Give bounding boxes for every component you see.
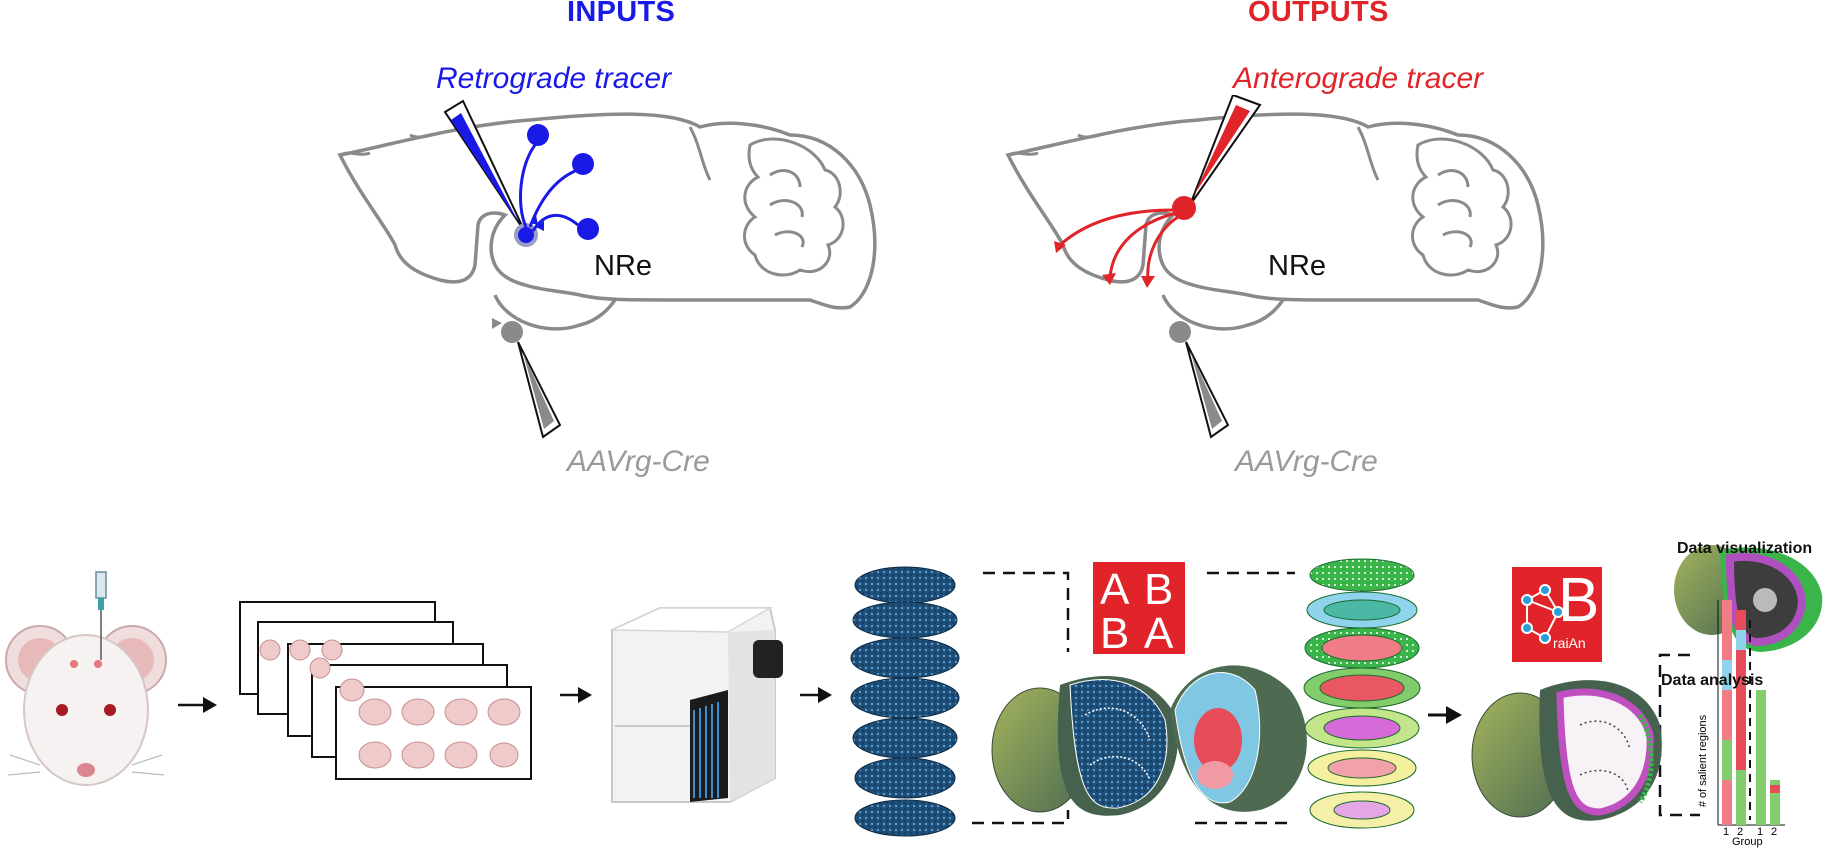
aav-injection-site bbox=[1169, 321, 1191, 343]
nre-injection-site bbox=[514, 223, 538, 247]
input-neuron-2 bbox=[572, 153, 594, 175]
output-terminal-2 bbox=[1102, 273, 1116, 285]
chart-y-axis-label: # of salient regions bbox=[1697, 714, 1709, 808]
retrograde-tracer-label: Retrograde tracer bbox=[436, 62, 672, 95]
abba-logo-letter-2: B bbox=[1144, 565, 1174, 614]
data-visualization-brain bbox=[1674, 545, 1823, 652]
abba-logo-letter-3: B bbox=[1100, 609, 1130, 658]
nre-injection-site bbox=[1172, 196, 1196, 220]
data-visualization-label: Data visualization bbox=[1677, 540, 1813, 557]
chart-x-axis-label: Group bbox=[1732, 836, 1763, 848]
aav-injection-site bbox=[501, 321, 523, 343]
atlas-sections-stack bbox=[1303, 558, 1421, 829]
arrow-1 bbox=[178, 697, 217, 713]
inputs-nre-label: NRe bbox=[594, 250, 653, 282]
cerebellum bbox=[743, 137, 845, 277]
chart-tick-1: 1 bbox=[1723, 826, 1730, 838]
anterograde-tracer-label: Anterograde tracer bbox=[1233, 62, 1484, 95]
input-neuron-3 bbox=[577, 218, 599, 240]
mouse-illustration bbox=[5, 571, 167, 786]
inputs-brain-diagram bbox=[337, 99, 877, 439]
cerebellum bbox=[1411, 137, 1513, 277]
chart-tick-2: 2 bbox=[1737, 826, 1744, 838]
outputs-nre-label: NRe bbox=[1268, 250, 1327, 282]
pipeline-diagram bbox=[5, 545, 1823, 837]
inputs-header: INPUTS bbox=[567, 0, 676, 28]
outputs-brain-diagram bbox=[1005, 95, 1545, 439]
brain-outline bbox=[337, 112, 877, 310]
chart-tick-3: 1 bbox=[1757, 826, 1764, 838]
arrow-2 bbox=[560, 687, 592, 703]
atlas-brain-3d bbox=[1170, 665, 1307, 812]
outputs-header: OUTPUTS bbox=[1248, 0, 1389, 28]
tissue-slides-stack bbox=[239, 601, 532, 780]
slide-scanner bbox=[611, 607, 783, 803]
input-neuron-1 bbox=[527, 124, 549, 146]
data-analysis-label: Data analysis bbox=[1661, 672, 1764, 689]
anterograde-pipette bbox=[1189, 95, 1262, 206]
fluorescent-sections-stack bbox=[850, 566, 960, 837]
registered-brain-3d bbox=[991, 676, 1178, 816]
abba-logo-letter-4: A bbox=[1144, 609, 1174, 658]
inputs-aav-label: AAVrg-Cre bbox=[567, 445, 710, 478]
braian-logo-big-letter: B bbox=[1558, 566, 1600, 635]
analyzed-brain-3d bbox=[1471, 680, 1662, 821]
abba-logo bbox=[1093, 562, 1185, 654]
salient-regions-chart bbox=[1717, 600, 1785, 826]
chart-tick-4: 2 bbox=[1771, 826, 1778, 838]
outputs-aav-label: AAVrg-Cre bbox=[1235, 445, 1378, 478]
output-terminal-3 bbox=[1141, 276, 1155, 288]
braian-logo-small-text: raiAn bbox=[1553, 635, 1586, 651]
arrow-4 bbox=[1428, 706, 1462, 724]
arrow-3 bbox=[800, 687, 832, 703]
output-terminal-1 bbox=[1054, 241, 1066, 253]
braian-logo bbox=[1512, 567, 1602, 662]
brain-outline bbox=[1005, 112, 1545, 310]
abba-logo-letter-1: A bbox=[1100, 565, 1130, 614]
